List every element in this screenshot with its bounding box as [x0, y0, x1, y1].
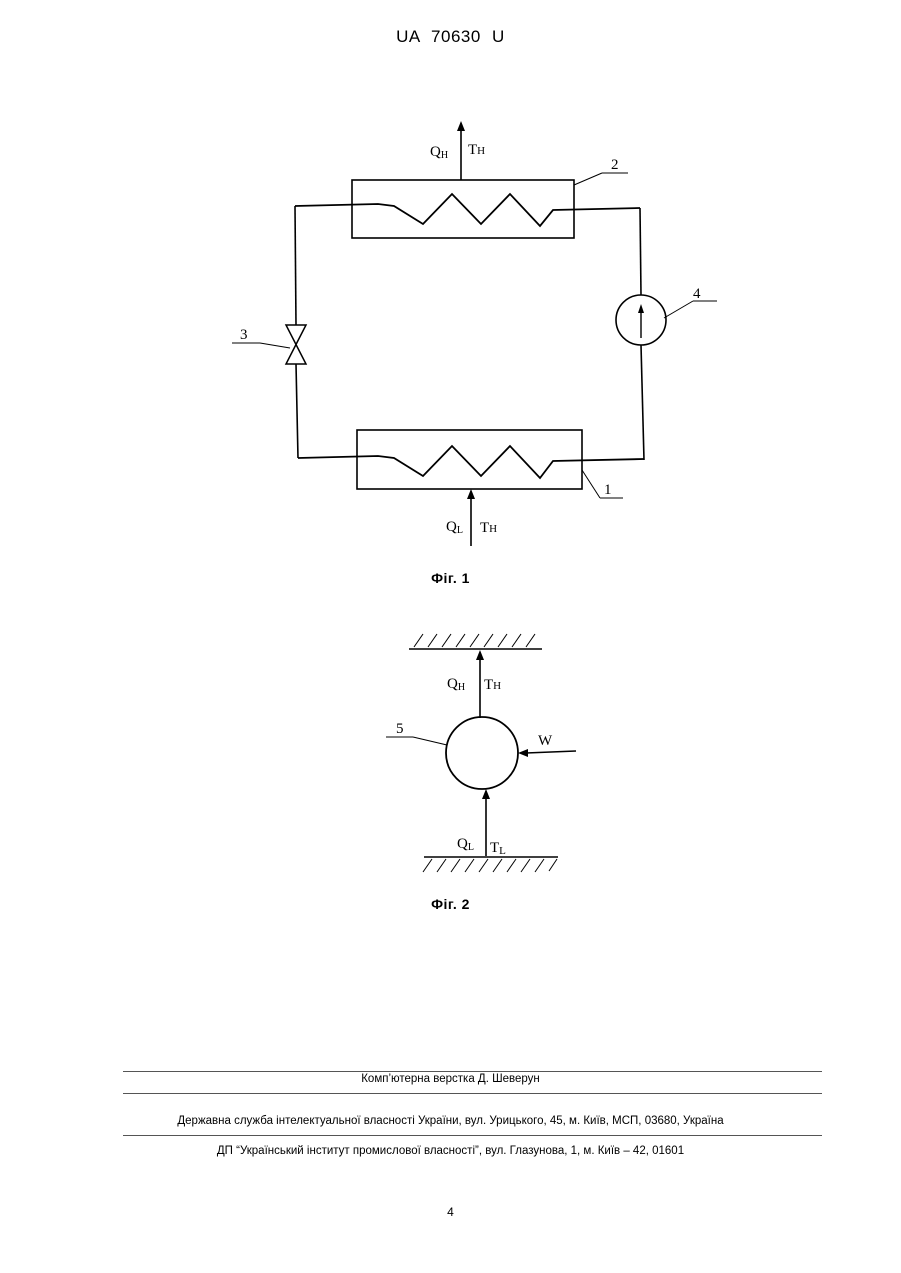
footer-divider-middle [123, 1093, 822, 1094]
fig2-work-label: W [538, 733, 553, 749]
fig2-tl-label: TL [490, 840, 506, 857]
footer-divider-bottom [123, 1135, 822, 1136]
fig2-qh-label: QH [447, 676, 465, 693]
layout-credit: Комп’ютерна верстка Д. Шеверун [0, 1073, 901, 1085]
institute-address: ДП “Український інститут промислової вла… [0, 1145, 901, 1157]
heat-pump-machine-circle [446, 717, 518, 789]
figure-2-caption: Фіг. 2 [0, 896, 901, 912]
label-machine-5: 5 [396, 721, 404, 737]
page-number: 4 [0, 1205, 901, 1219]
fig2-ql-label: QL [457, 836, 474, 853]
fig2-th-label: TH [484, 677, 501, 693]
figure-2-diagram: QH TH 5 W QL TL [0, 0, 901, 900]
cold-reservoir-wall [423, 857, 558, 872]
ip-service-address: Державна служба інтелектуальної власност… [0, 1115, 901, 1127]
footer-divider-top [123, 1071, 822, 1072]
hot-reservoir-wall [409, 634, 542, 649]
